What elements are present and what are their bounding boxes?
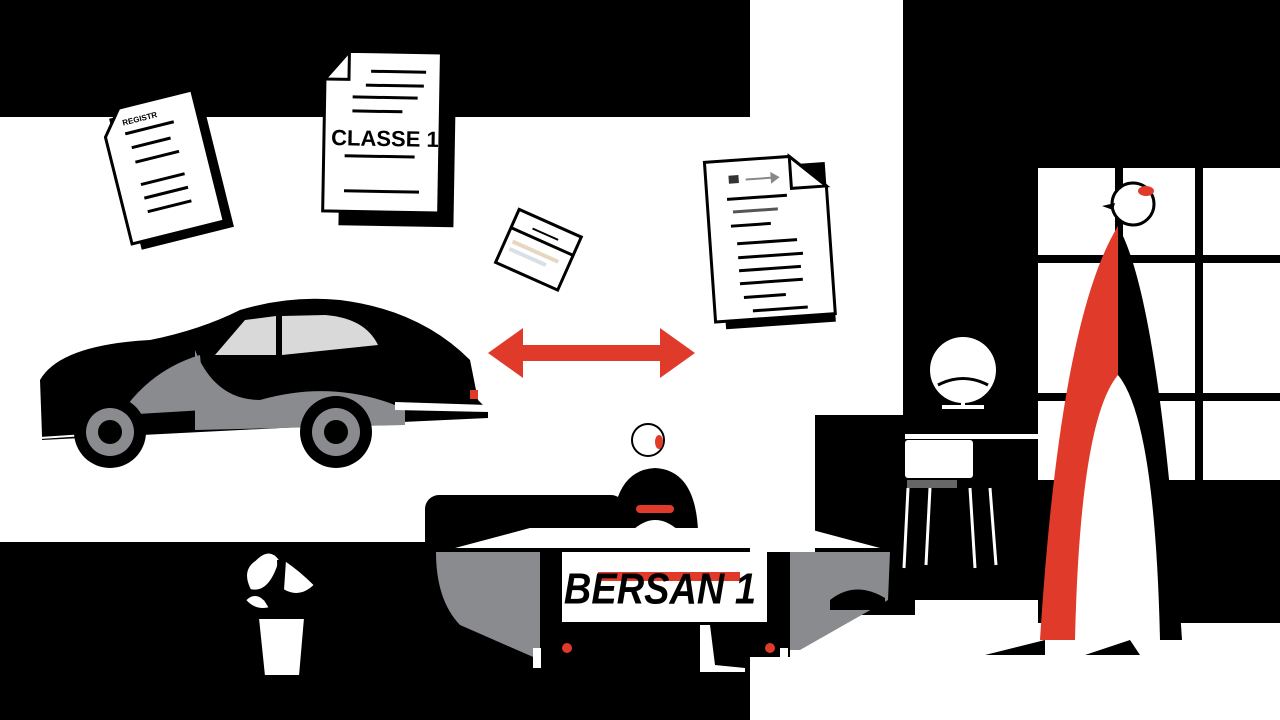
double-arrow-icon <box>488 328 695 378</box>
car <box>39 298 488 468</box>
desk-sign <box>562 552 767 622</box>
desk-sign-label: BERSAN 1 <box>564 564 756 613</box>
document-classe-label: CLASSE 1 <box>331 125 439 152</box>
vanity-table <box>902 337 1045 569</box>
ticket-card <box>493 207 584 293</box>
document-classe: CLASSE 1 <box>321 47 457 228</box>
globe-lamp-icon <box>930 337 996 403</box>
document-right <box>702 153 837 330</box>
document-left: REGISTR <box>103 88 234 250</box>
potted-plant <box>243 551 317 677</box>
standing-figure <box>985 181 1182 655</box>
chair-back <box>905 440 973 478</box>
reception-desk: BERSAN 1 <box>436 528 890 672</box>
